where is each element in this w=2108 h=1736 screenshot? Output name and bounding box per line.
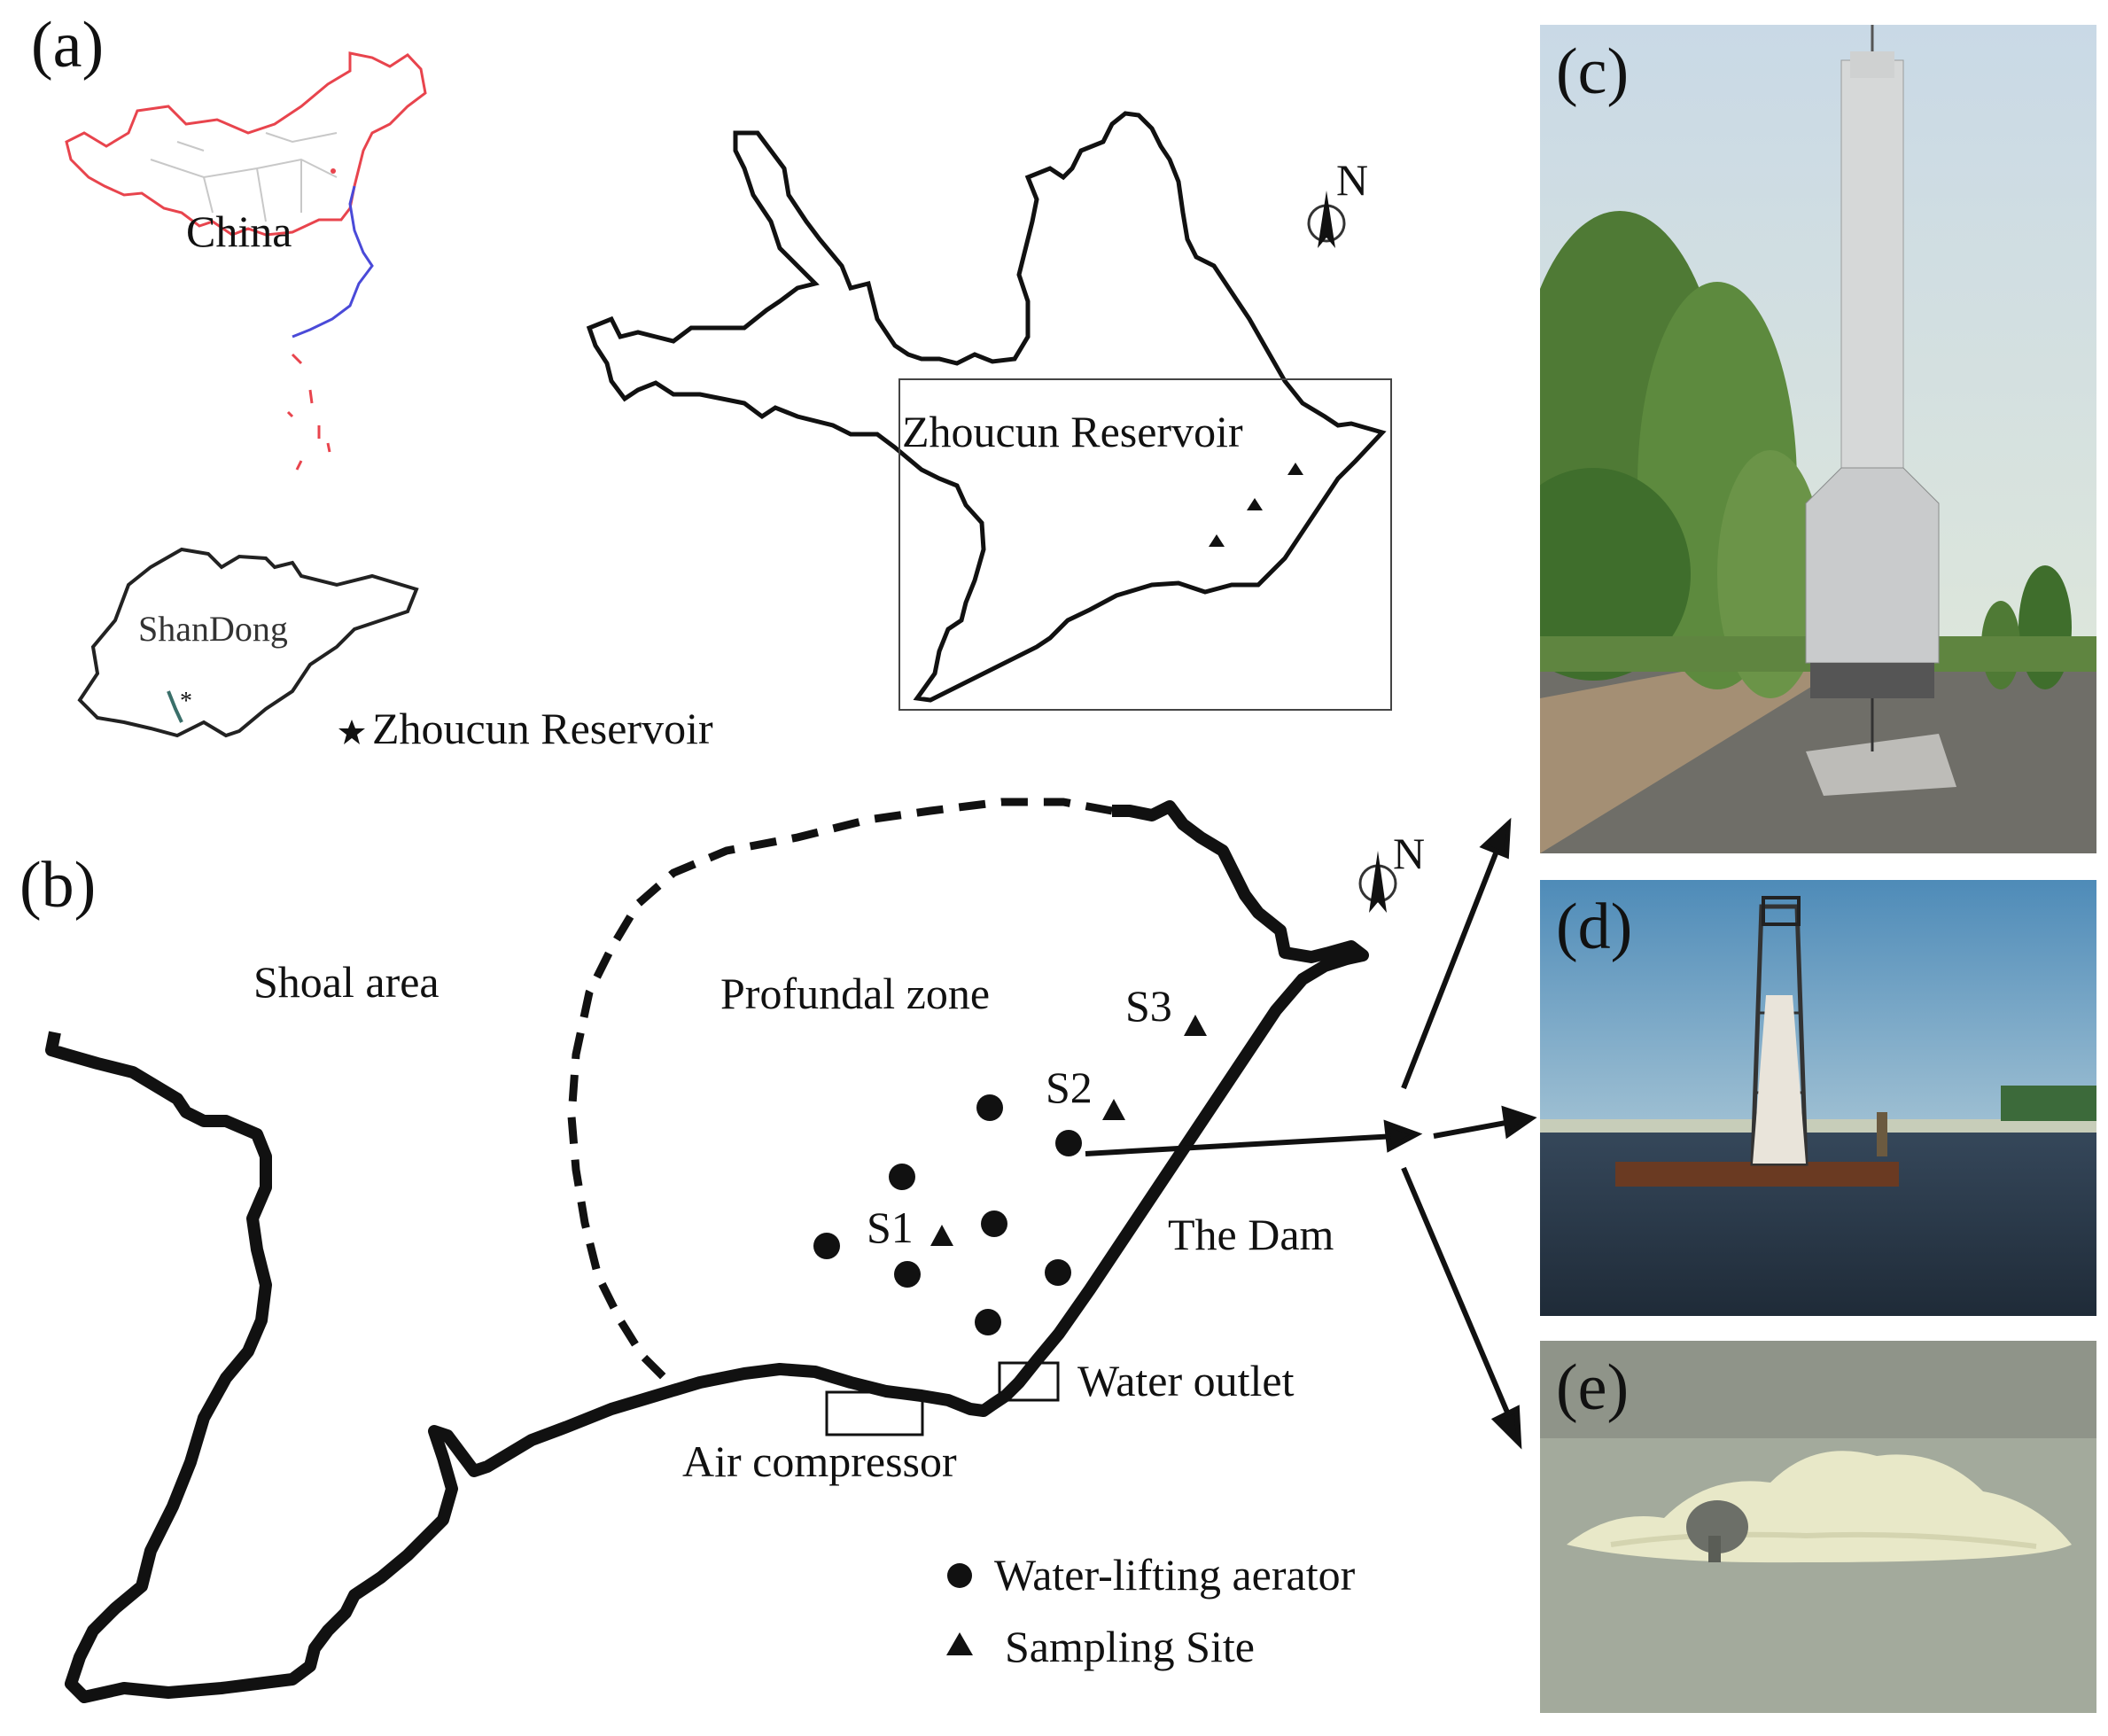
reservoir-outline — [586, 111, 1387, 703]
reservoir-name-label: Zhoucun Reservoir — [902, 407, 1243, 456]
china-provinces — [150, 132, 338, 222]
reservoir-inset-box — [898, 378, 1392, 711]
shoal-area-label: Shoal area — [253, 957, 439, 1007]
china-label: China — [186, 206, 292, 256]
north-arrow-icon-a — [1307, 191, 1346, 248]
legend-site-label: Sampling Site — [1005, 1622, 1255, 1671]
panel-b-letter: (b) — [19, 849, 97, 922]
photo-c: (c) — [1540, 25, 2096, 853]
dam-label: The Dam — [1168, 1210, 1334, 1259]
north-label-a: N — [1336, 155, 1369, 205]
aerator-marker — [889, 1164, 915, 1190]
panel-c-letter: (c) — [1556, 35, 1630, 108]
shandong-label: ShanDong — [138, 609, 288, 649]
shandong-outline — [77, 547, 419, 738]
aerator-marker — [975, 1309, 1001, 1335]
north-label-b: N — [1393, 829, 1426, 878]
site-marker-s1 — [930, 1225, 953, 1246]
water-outlet-label: Water outlet — [1077, 1356, 1295, 1405]
aerator-marker — [894, 1261, 921, 1288]
legend-reservoir-label: Zhoucun Reservoir — [372, 704, 713, 753]
aerator-marker — [981, 1211, 1007, 1237]
panel-d-letter: (d) — [1556, 891, 1633, 963]
profundal-zone-label: Profundal zone — [720, 969, 991, 1018]
north-arrow-icon-b — [1358, 851, 1397, 913]
legend-aerator-label: Water-lifting aerator — [994, 1550, 1356, 1600]
site-marker-s2 — [1102, 1099, 1125, 1120]
south-sea-islands — [286, 353, 331, 471]
legend-circle-icon — [947, 1563, 972, 1588]
panel-a-map: * — [65, 51, 1392, 744]
aerator-marker — [813, 1233, 840, 1259]
panel-a-letter: (a) — [31, 9, 105, 82]
air-compressor-label: Air compressor — [682, 1436, 957, 1486]
site-marker-a2 — [1247, 498, 1263, 510]
reservoir-detail-outline — [45, 800, 1369, 1703]
panel-e-letter: (e) — [1556, 1351, 1630, 1424]
shandong-star-icon: * — [180, 688, 192, 715]
site-marker-a3 — [1209, 534, 1225, 547]
aerator-marker — [1055, 1130, 1082, 1156]
profundal-boundary — [567, 798, 1113, 1382]
site-label-s3: S3 — [1125, 981, 1172, 1031]
legend-star-icon — [338, 720, 365, 744]
water-outlet-box — [998, 1361, 1060, 1402]
aerator-marker — [1045, 1259, 1071, 1286]
arrows-to-photos — [1085, 817, 1537, 1450]
site-label-s1: S1 — [867, 1203, 914, 1252]
aerator-marker — [976, 1094, 1003, 1121]
china-outline — [65, 51, 427, 237]
site-label-s2: S2 — [1046, 1063, 1093, 1112]
site-marker-s3 — [1184, 1015, 1207, 1036]
site-marker-a1 — [1287, 463, 1303, 475]
panel-b-map — [45, 798, 1537, 1703]
photo-e: (e) — [1540, 1341, 2096, 1713]
legend-triangle-icon — [946, 1632, 973, 1655]
air-compressor-box — [825, 1390, 924, 1436]
china-coast — [292, 185, 374, 339]
photo-d: (d) — [1540, 880, 2096, 1316]
